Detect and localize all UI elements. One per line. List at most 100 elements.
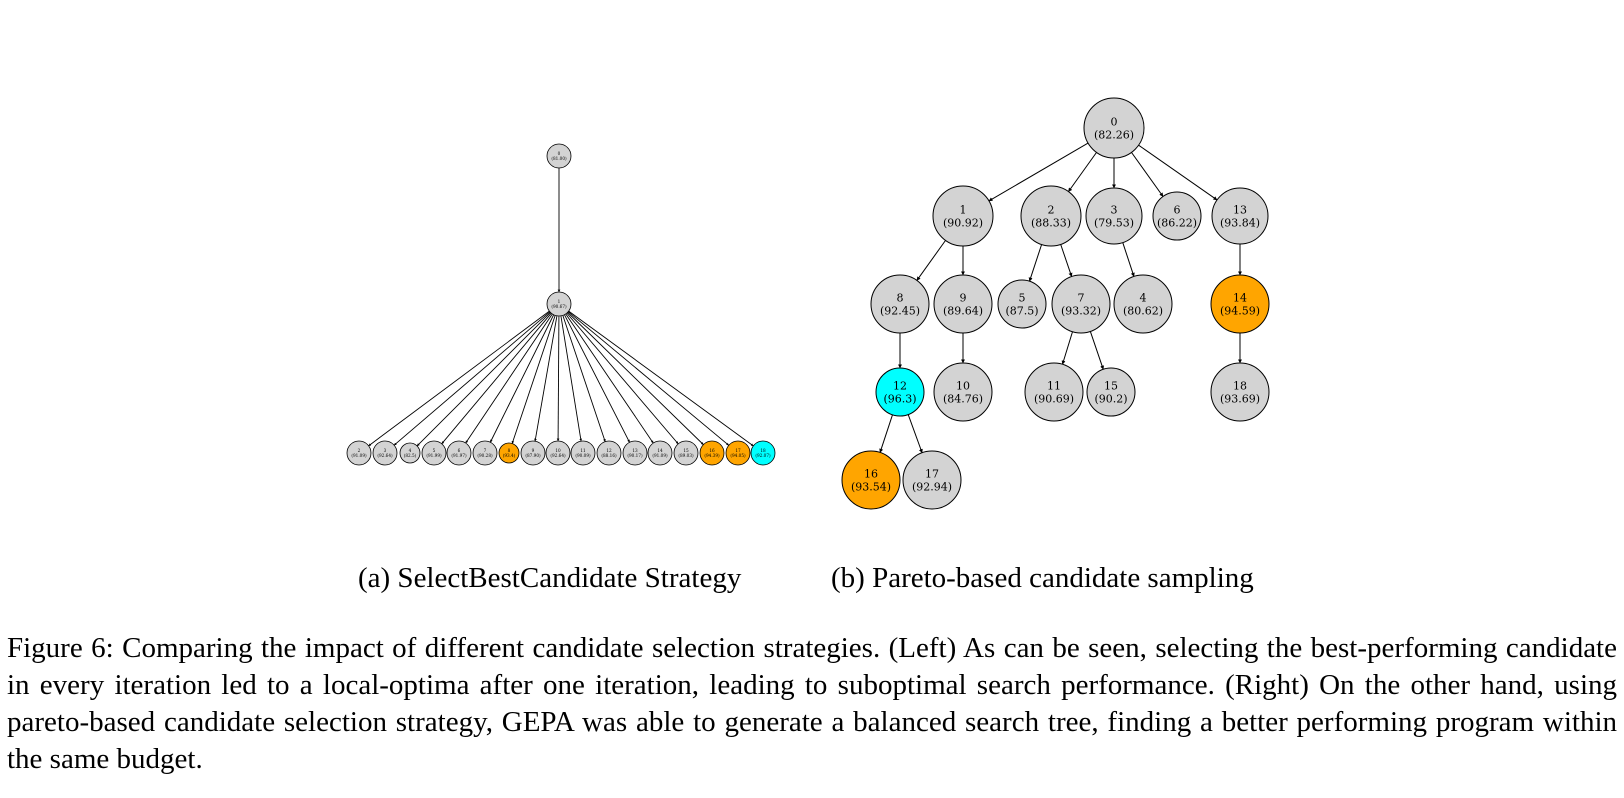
node-b-9: 9(89.64): [933, 274, 993, 334]
node-circle: [1085, 187, 1143, 245]
node-score-label: (88.16): [601, 453, 617, 458]
node-id-label: 4: [1140, 291, 1147, 304]
node-circle: [932, 185, 994, 247]
node-id-label: 13: [1233, 203, 1247, 216]
node-id-label: 3: [1111, 203, 1118, 216]
node-id-label: 8: [508, 448, 511, 453]
node-circle: [472, 440, 498, 466]
node-b-3: 3(79.53): [1085, 187, 1143, 245]
node-score-label: (93.84): [1220, 216, 1260, 229]
node-a-0: 0(81.00): [546, 143, 572, 169]
node-circle: [673, 440, 699, 466]
edge-a-1-7: [489, 314, 555, 443]
node-id-label: 11: [580, 448, 586, 453]
node-a-14: 14(91.09): [647, 440, 673, 466]
node-a-11: 11(90.09): [570, 440, 596, 466]
node-a-7: 7(90.28): [472, 440, 498, 466]
node-a-12: 12(88.16): [596, 440, 622, 466]
node-score-label: (94.59): [1220, 304, 1260, 317]
node-a-3: 3(92.64): [372, 440, 398, 466]
edge-a-1-12: [562, 315, 606, 442]
edge-a-1-15: [566, 312, 679, 445]
node-score-label: (79.53): [1094, 216, 1134, 229]
node-score-label: (91.97): [451, 453, 467, 458]
node-id-label: 10: [555, 448, 561, 453]
node-score-label: (90.67): [551, 304, 567, 309]
node-circle: [1210, 362, 1270, 422]
node-b-4: 4(80.62): [1113, 274, 1173, 334]
node-b-5: 5(87.5): [997, 279, 1047, 329]
node-score-label: (93.4): [503, 453, 516, 458]
edge-b-0-6: [1131, 152, 1164, 197]
node-id-label: 9: [532, 448, 535, 453]
node-score-label: (86.22): [1157, 216, 1197, 229]
node-circle: [622, 440, 648, 466]
node-id-label: 15: [1104, 379, 1118, 392]
node-score-label: (92.94): [912, 480, 952, 493]
node-id-label: 1: [558, 299, 561, 304]
node-id-label: 7: [1078, 291, 1085, 304]
node-circle: [1086, 367, 1136, 417]
node-score-label: (90.2): [1094, 392, 1127, 405]
edge-a-1-3: [393, 311, 551, 446]
node-id-label: 10: [956, 379, 970, 392]
node-circle: [902, 450, 962, 510]
node-circle: [1210, 274, 1270, 334]
node-b-17: 17(92.94): [902, 450, 962, 510]
edge-a-1-13: [564, 314, 630, 443]
node-score-label: (87.90): [525, 453, 541, 458]
node-circle: [570, 440, 596, 466]
subfigure-a-caption: (a) SelectBestCandidate Strategy: [358, 562, 742, 594]
node-a-16: 16(94.39): [699, 440, 725, 466]
node-a-4: 4(82.5): [399, 442, 421, 464]
node-b-1: 1(90.92): [932, 185, 994, 247]
node-id-label: 11: [1047, 379, 1061, 392]
node-id-label: 4: [409, 448, 412, 453]
node-b-14: 14(94.59): [1210, 274, 1270, 334]
node-circle: [841, 450, 901, 510]
node-circle: [1024, 362, 1084, 422]
node-id-label: 0: [1111, 115, 1118, 128]
node-circle: [546, 143, 572, 169]
node-score-label: (89.64): [943, 304, 983, 317]
node-b-8: 8(92.45): [870, 274, 930, 334]
node-a-13: 13(90.17): [622, 440, 648, 466]
node-b-10: 10(84.76): [933, 362, 993, 422]
node-circle: [545, 440, 571, 466]
node-a-9: 9(87.90): [520, 440, 546, 466]
node-circle: [596, 440, 622, 466]
node-id-label: 12: [893, 379, 907, 392]
node-a-6: 6(91.97): [446, 440, 472, 466]
node-circle: [1083, 97, 1145, 159]
node-id-label: 9: [960, 291, 967, 304]
node-score-label: (93.32): [1061, 304, 1101, 317]
edge-a-1-8: [511, 315, 556, 444]
node-b-18: 18(93.69): [1210, 362, 1270, 422]
node-score-label: (92.64): [550, 453, 566, 458]
node-a-1: 1(90.67): [546, 291, 572, 317]
node-id-label: 17: [735, 448, 741, 453]
node-id-label: 14: [1233, 291, 1247, 304]
node-score-label: (91.09): [652, 453, 668, 458]
node-score-label: (94.05): [730, 453, 746, 458]
edge-a-1-5: [441, 312, 552, 445]
node-score-label: (93.69): [1220, 392, 1260, 405]
node-circle: [997, 279, 1047, 329]
node-score-label: (80.62): [1123, 304, 1163, 317]
node-id-label: 16: [864, 467, 878, 480]
edge-a-1-6: [465, 313, 553, 444]
node-id-label: 13: [632, 448, 638, 453]
node-id-label: 5: [433, 448, 436, 453]
node-id-label: 2: [358, 448, 361, 453]
edge-a-1-10: [556, 315, 560, 442]
node-score-label: (90.17): [627, 453, 643, 458]
node-circle: [933, 274, 993, 334]
node-id-label: 12: [606, 448, 612, 453]
edge-b-12-16: [879, 414, 893, 453]
edge-b-0-13: [1138, 144, 1218, 201]
node-id-label: 18: [1233, 379, 1247, 392]
node-b-13: 13(93.84): [1211, 187, 1269, 245]
node-circle: [1020, 185, 1082, 247]
node-circle: [498, 442, 520, 464]
node-id-label: 16: [709, 448, 715, 453]
